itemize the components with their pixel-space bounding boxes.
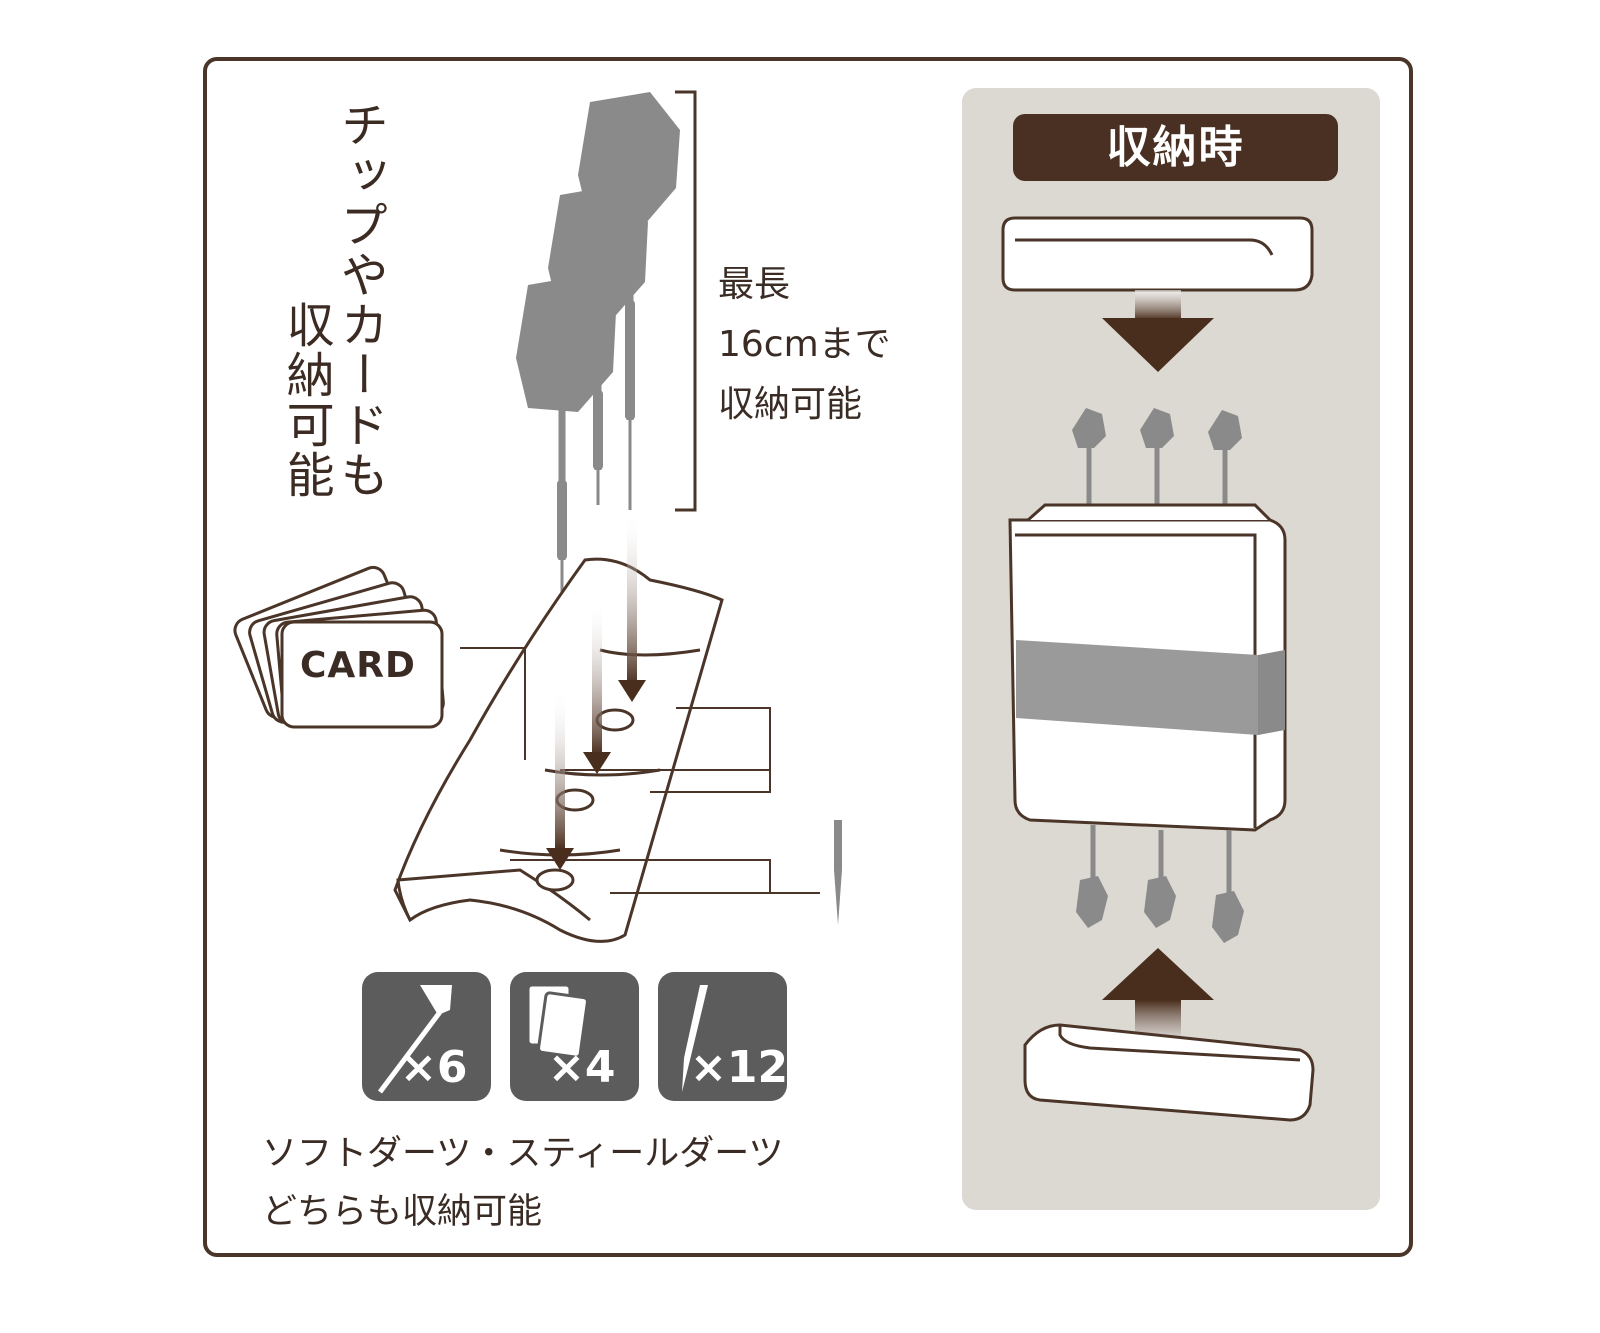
case-band (1016, 640, 1258, 735)
caption-line: どちらも収納可能 (262, 1192, 543, 1232)
insert-arrows (546, 510, 646, 870)
arrow-down-head (1102, 318, 1214, 372)
badge-tips-count: ×12 (690, 1042, 789, 1093)
arrow-up-head (1102, 948, 1214, 1000)
length-note-line: 収納可能 (718, 384, 863, 425)
dart-flight-3 (516, 275, 616, 412)
length-note-line: 16cmまで (718, 324, 891, 365)
length-bracket (675, 90, 697, 512)
dart-barrels (557, 300, 635, 560)
top-cap (1001, 216, 1314, 292)
dart-flights-group (516, 92, 680, 412)
arrow-down-stem (1135, 290, 1181, 320)
tips-cards-note-line1: チップやカードも (331, 100, 388, 500)
tips-cards-note-line2: 収納可能 (277, 300, 334, 500)
badge-cards-count: ×4 (548, 1042, 616, 1093)
badge-darts (362, 972, 491, 1101)
loose-tip (834, 820, 842, 925)
badge-darts-count: ×6 (400, 1042, 468, 1093)
case-band-side (1258, 650, 1285, 735)
badge-cards (510, 972, 639, 1101)
card-stack (233, 565, 445, 729)
bottom-cap (1023, 1023, 1315, 1122)
caption-line: ソフトダーツ・スティールダーツ (262, 1134, 784, 1174)
card-label: CARD (300, 645, 416, 686)
badge-tips (658, 972, 787, 1101)
length-note-line: 最長 (718, 264, 791, 305)
panel-darts-top (1072, 408, 1242, 520)
panel-darts-bottom (1076, 825, 1244, 943)
length-note: 最長 16cmまで 収納可能 (718, 255, 891, 435)
caption: ソフトダーツ・スティールダーツ どちらも収納可能 (262, 1125, 784, 1241)
panel-title: 収納時 (1013, 114, 1338, 181)
